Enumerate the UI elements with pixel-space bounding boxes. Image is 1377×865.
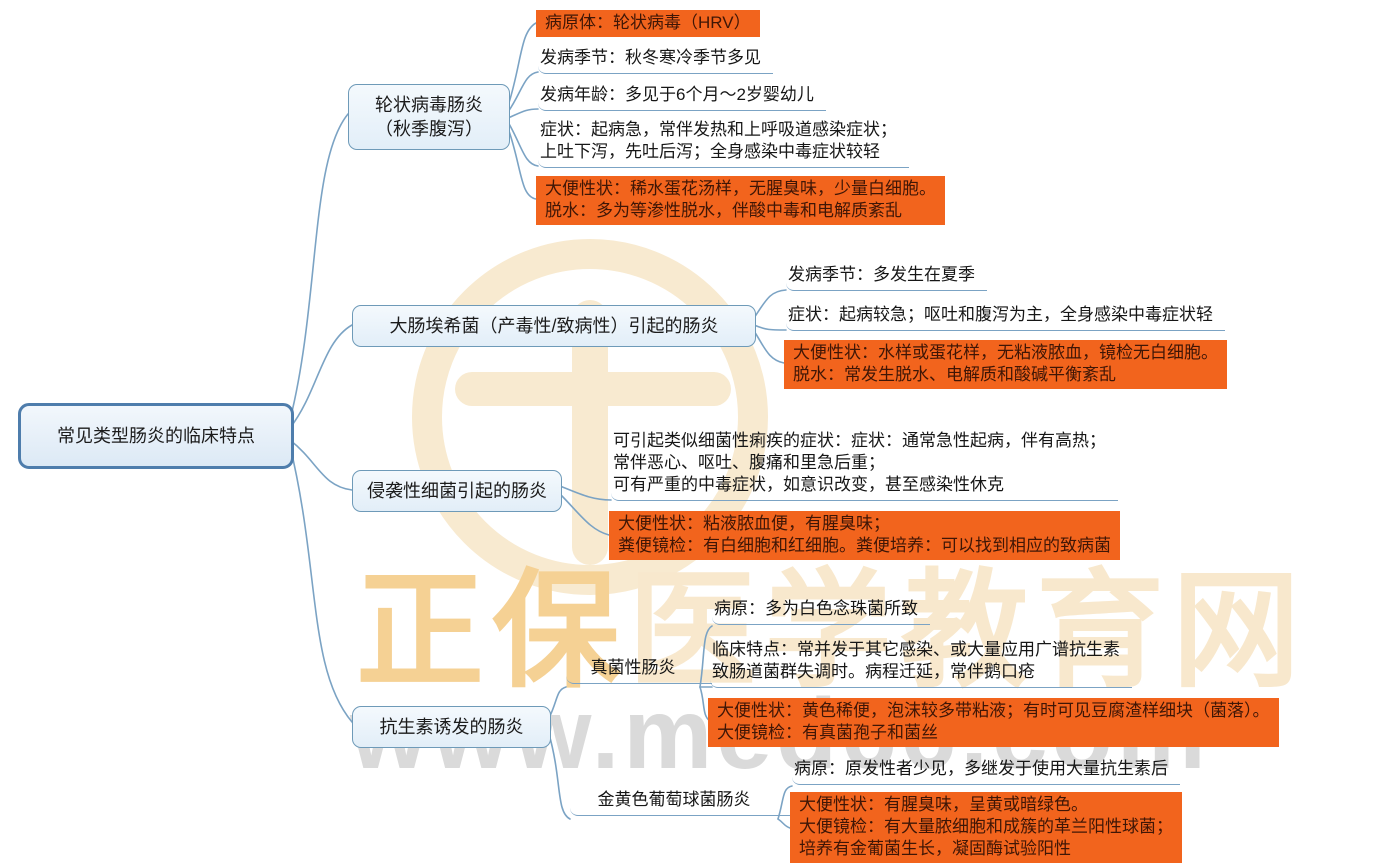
leaf-invasive-stool[interactable]: 大便性状：粘液脓血便，有腥臭味； 粪便镜检：有白细胞和红细胞。粪便培养：可以找到… bbox=[609, 511, 1120, 560]
leaf-staph-stool[interactable]: 大便性状：有腥臭味，呈黄或暗绿色。 大便镜检：有大量脓细胞和成簇的革兰阳性球菌；… bbox=[790, 792, 1182, 863]
leaf-invasive-symptoms[interactable]: 可引起类似细菌性痢疾的症状：症状：通常急性起病，伴有高热； 常伴恶心、呕吐、腹痛… bbox=[611, 429, 1118, 501]
branch-ecoli-node[interactable]: 大肠埃希菌（产毒性/致病性）引起的肠炎 bbox=[352, 305, 756, 347]
staph-leaf-connectors bbox=[777, 785, 793, 829]
leaf-ecoli-stool[interactable]: 大便性状：水样或蛋花样，无粘液脓血，镜检无白细胞。 脱水：常发生脱水、电解质和酸… bbox=[784, 340, 1227, 389]
leaf-fungal-features[interactable]: 临床特点：常并发于其它感染、或大量应用广谱抗生素 致肠道菌群失调时。病程迁延，常… bbox=[710, 638, 1132, 688]
branch-antibiotic-node[interactable]: 抗生素诱发的肠炎 bbox=[352, 706, 551, 748]
leaf-fungal-stool[interactable]: 大便性状：黄色稀便，泡沫较多带粘液；有时可见豆腐渣样细块（菌落）。 大便镜检：有… bbox=[708, 698, 1279, 747]
leaf-ecoli-symptoms[interactable]: 症状：起病较急；呕吐和腹泻为主，全身感染中毒症状轻 bbox=[786, 303, 1225, 331]
leaf-rotavirus-stool[interactable]: 大便性状：稀水蛋花汤样，无腥臭味，少量白细胞。 脱水：多为等渗性脱水，伴酸中毒和… bbox=[536, 176, 945, 225]
brand-watermark-part2: 医学教育网 bbox=[628, 560, 1309, 703]
root-node[interactable]: 常见类型肠炎的临床特点 bbox=[18, 403, 294, 469]
logo-band-watermark bbox=[455, 372, 731, 406]
subbranch-fungal-node[interactable]: 真菌性肠炎 bbox=[566, 656, 712, 684]
subbranch-staph-node[interactable]: 金黄色葡萄球菌肠炎 bbox=[570, 788, 790, 816]
leaf-season-autumn[interactable]: 发病季节：秋冬寒冷季节多见 bbox=[538, 46, 773, 74]
branch2-leaf-connectors bbox=[753, 289, 787, 364]
branch3-leaf-connectors bbox=[559, 485, 612, 536]
leaf-age-range[interactable]: 发病年龄：多见于6个月～2岁婴幼儿 bbox=[538, 83, 826, 111]
leaf-fungal-pathogen[interactable]: 病原：多为白色念珠菌所致 bbox=[712, 597, 930, 625]
branch4-child-connectors bbox=[548, 686, 571, 820]
branch1-leaf-connectors bbox=[507, 22, 539, 200]
root-branch-connectors bbox=[289, 113, 353, 723]
leaf-rotavirus-symptoms[interactable]: 症状：起病急，常伴发热和上呼吸道感染症状； 上吐下泻，先吐后泻；全身感染中毒症状… bbox=[538, 118, 909, 168]
branch-invasive-bacteria-node[interactable]: 侵袭性细菌引起的肠炎 bbox=[352, 470, 562, 512]
leaf-season-summer[interactable]: 发病季节：多发生在夏季 bbox=[786, 263, 987, 291]
brand-watermark: 正保医学教育网 bbox=[356, 568, 1308, 696]
leaf-pathogen-hrv[interactable]: 病原体：轮状病毒（HRV） bbox=[536, 10, 760, 37]
brand-watermark-part1: 正保 bbox=[356, 560, 629, 703]
branch-rotavirus-node[interactable]: 轮状病毒肠炎 （秋季腹泻） bbox=[348, 84, 510, 150]
leaf-staph-pathogen[interactable]: 病原：原发性者少见，多继发于使用大量抗生素后 bbox=[792, 757, 1180, 785]
